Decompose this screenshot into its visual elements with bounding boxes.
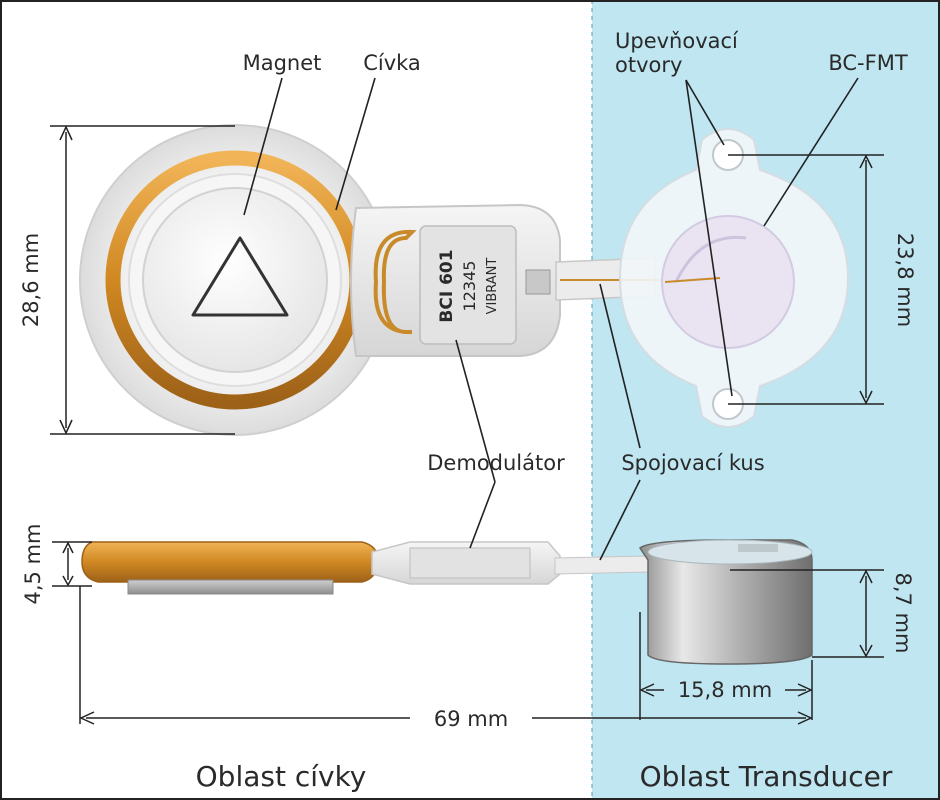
chip-text-line2: 12345 [460,261,479,312]
coil-top-view [79,124,391,436]
demodulator-housing-top: BCI 601 12345 VIBRANT [350,203,561,357]
dim-transducer-height: 8,7 mm [891,573,915,654]
chip-label-area [419,225,517,345]
dim-coil-diameter: 28,6 mm [19,233,43,327]
connector-side [554,555,651,575]
triangle-marker-icon [191,236,289,317]
antenna-loop [373,229,417,335]
leader-lines [243,77,859,561]
dim-total-length: 69 mm [434,707,508,731]
label-connector: Spojovací kus [621,451,764,475]
transducer-side-view [638,539,813,665]
transducer-region-background [592,0,940,800]
label-coil: Cívka [363,51,421,75]
demodulator-side-view [371,541,561,585]
chip-text-line1: BCI 601 [437,249,457,322]
label-demodulator: Demodulátor [427,451,565,475]
caption-coil-region: Oblast cívky [196,760,367,793]
dim-transducer-width: 15,8 mm [678,678,772,702]
magnet-side [127,579,334,595]
dim-coil-thickness: 4,5 mm [21,524,45,605]
label-mounting-holes-1: Upevňovací [615,29,739,53]
dim-hole-spacing: 23,8 mm [893,233,917,327]
label-mounting-holes-2: otvory [615,53,682,77]
dimension-lines [50,125,884,725]
chip-text-line3: VIBRANT [485,258,500,315]
label-magnet: Magnet [243,51,322,75]
transducer-top-view [618,128,850,428]
magnet [142,187,328,373]
caption-transducer-region: Oblast Transducer [640,760,893,793]
label-bcfmt: BC-FMT [828,51,907,75]
